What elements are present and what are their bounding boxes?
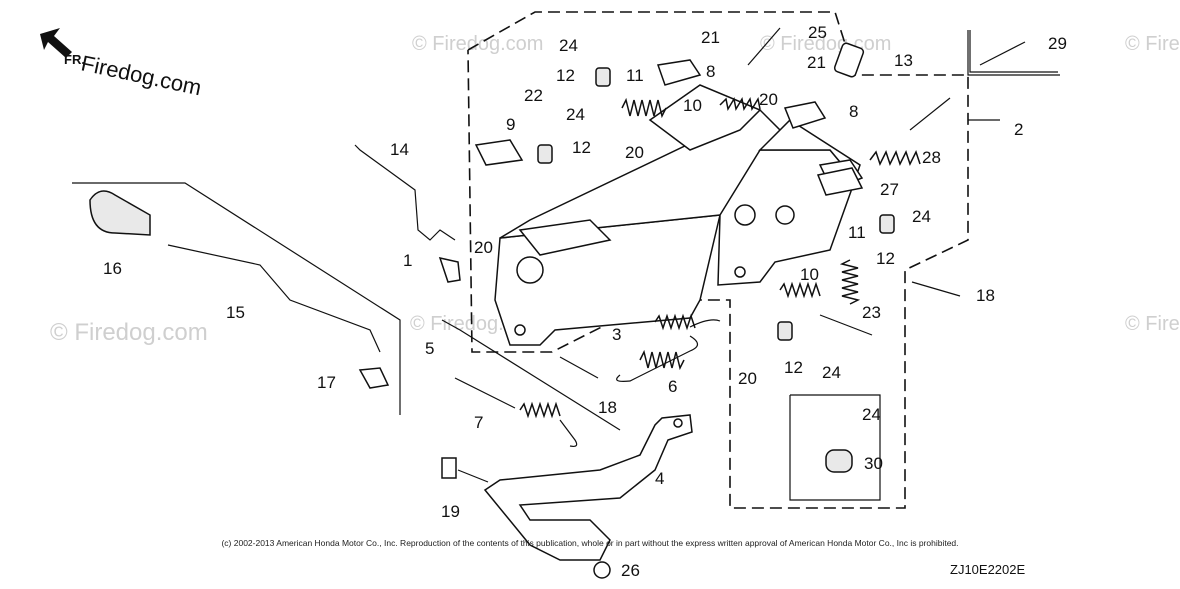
callout-2: 2 bbox=[1014, 120, 1023, 139]
callout-26: 26 bbox=[621, 561, 640, 580]
callout-8: 8 bbox=[849, 102, 858, 121]
watermark-text: © Firedog.com bbox=[1125, 33, 1180, 55]
callout-22: 22 bbox=[524, 86, 543, 105]
callout-4: 4 bbox=[655, 469, 664, 488]
callout-7: 7 bbox=[474, 413, 483, 432]
callout-12: 12 bbox=[876, 249, 895, 268]
hardware-parts bbox=[89, 27, 1026, 579]
callout-1: 1 bbox=[403, 251, 412, 270]
callout-18: 18 bbox=[976, 286, 995, 305]
leader-line bbox=[72, 182, 401, 415]
callout-29: 29 bbox=[1048, 34, 1067, 53]
callout-labels: 1 2 3 4 5 6 7 8 8 9 10 10 11 11 12 12 12… bbox=[103, 23, 1067, 580]
callout-5: 5 bbox=[425, 339, 434, 358]
callout-24: 24 bbox=[566, 105, 585, 124]
diagram-code: ZJ10E2202E bbox=[950, 562, 1026, 577]
callout-10: 10 bbox=[800, 265, 819, 284]
fr-direction-arrow: FR. bbox=[40, 28, 85, 67]
callout-24: 24 bbox=[559, 36, 578, 55]
callout-21: 21 bbox=[807, 53, 826, 72]
callout-20: 20 bbox=[625, 143, 644, 162]
rod-parts bbox=[167, 144, 621, 431]
assembly-boundary bbox=[467, 11, 1060, 509]
callout-30: 30 bbox=[864, 454, 883, 473]
callout-16: 16 bbox=[103, 259, 122, 278]
watermark-text: © Firedog.com bbox=[1125, 313, 1180, 335]
control-base-bracket bbox=[494, 84, 864, 346]
brand-text: Firedog.com bbox=[79, 50, 204, 100]
callout-20: 20 bbox=[738, 369, 757, 388]
spring-parts bbox=[454, 96, 921, 447]
control-lever bbox=[483, 414, 693, 561]
callout-12: 12 bbox=[784, 358, 803, 377]
callout-10: 10 bbox=[683, 96, 702, 115]
callout-9: 9 bbox=[506, 115, 515, 134]
callout-24: 24 bbox=[822, 363, 841, 382]
callout-24: 24 bbox=[912, 207, 931, 226]
callout-28: 28 bbox=[922, 148, 941, 167]
callout-12: 12 bbox=[572, 138, 591, 157]
callout-25: 25 bbox=[808, 23, 827, 42]
copyright-notice: (c) 2002-2013 American Honda Motor Co., … bbox=[221, 538, 959, 548]
callout-20: 20 bbox=[759, 90, 778, 109]
callout-8: 8 bbox=[706, 62, 715, 81]
callout-19: 19 bbox=[441, 502, 460, 521]
callout-15: 15 bbox=[226, 303, 245, 322]
callout-3: 3 bbox=[612, 325, 621, 344]
callout-27: 27 bbox=[880, 180, 899, 199]
fr-label: FR. bbox=[64, 52, 85, 67]
callout-13: 13 bbox=[894, 51, 913, 70]
callout-11: 11 bbox=[626, 66, 644, 85]
callout-20: 20 bbox=[474, 238, 493, 257]
callout-6: 6 bbox=[668, 377, 677, 396]
callout-11: 11 bbox=[848, 223, 866, 242]
callout-24: 24 bbox=[862, 405, 881, 424]
callout-14: 14 bbox=[390, 140, 409, 159]
callout-18: 18 bbox=[598, 398, 617, 417]
callout-21: 21 bbox=[701, 28, 720, 47]
callout-12: 12 bbox=[556, 66, 575, 85]
callout-23: 23 bbox=[862, 303, 881, 322]
watermark-text: © Firedog.com bbox=[50, 319, 208, 346]
callout-17: 17 bbox=[317, 373, 336, 392]
